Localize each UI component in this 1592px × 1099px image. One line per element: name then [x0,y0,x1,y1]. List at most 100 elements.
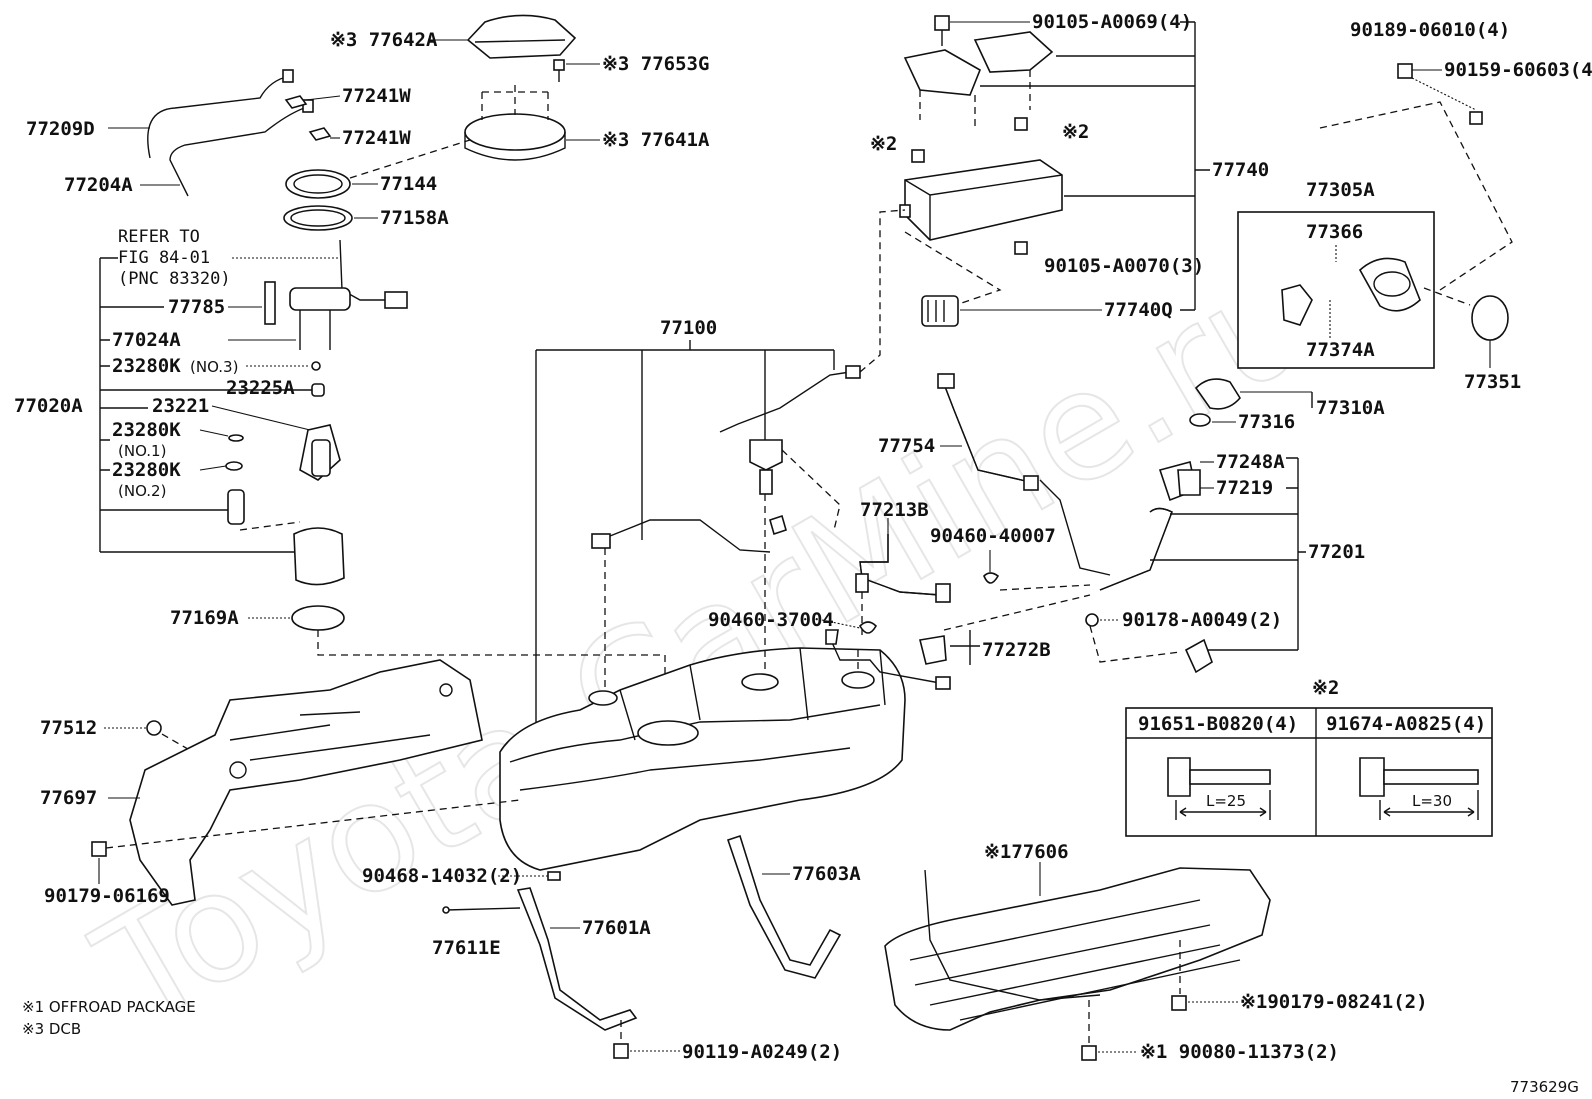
nut-90179-08241 [1171,995,1187,1011]
part-23225A [311,383,325,397]
strap-77603A [726,834,842,979]
label-77201: 77201 [1308,541,1365,563]
bolt-col1-length: L=25 [1206,792,1246,810]
gasket-77316 [1189,413,1211,427]
label-77785: 77785 [168,296,225,318]
sender-gauge-77785 [264,239,408,350]
bolt-left [911,149,925,163]
label-90189: 90189-06010(4) [1350,19,1510,41]
bolt-col1-header: 91651-B0820(4) [1138,713,1298,735]
label-77374A: 77374A [1306,339,1375,361]
label-77601A: 77601A [582,917,651,939]
lock-ring-77144 [285,169,351,199]
bolt-77653G [553,59,565,82]
hinge-77374A [1281,284,1313,326]
label-s2-left: ※2 [870,133,897,155]
label-90105-A0070: 90105-A0070(3) [1044,255,1204,277]
label-90080: ※1 90080-11373(2) [1140,1041,1339,1063]
label-77219: 77219 [1216,477,1273,499]
label-77740Q: 77740Q [1104,299,1173,321]
label-77305A: 77305A [1306,179,1375,201]
bolt-right [1014,117,1028,131]
fuel-tank-77100 [499,629,951,871]
label-90460-37004: 90460-37004 [708,609,834,631]
charcoal-canister [899,159,1063,241]
note-dcb: ※3 DCB [22,1020,81,1038]
label-77169A: 77169A [170,607,239,629]
protector-77697 [129,659,483,906]
label-77697: 77697 [40,787,97,809]
bolt-77611E [442,906,521,914]
clip-90189 [1397,63,1413,79]
bolt-90105-A0070 [1014,241,1028,255]
label-90179-06169: 90179-06169 [44,885,170,907]
bracket-77272B [919,635,947,665]
filter-77740Q [921,295,959,327]
label-77100: 77100 [660,317,717,339]
label-23280K-no3-note: (NO.3) [190,358,238,376]
label-77316: 77316 [1238,411,1295,433]
label-77366: 77366 [1306,221,1363,243]
bolt-90179-06169 [91,841,107,857]
filler-cap-77310A [1194,378,1241,410]
label-77248A: 77248A [1216,451,1285,473]
strap-77601A [516,887,638,1031]
vent-tube [591,365,861,553]
nut-90178 [1085,613,1099,627]
label-23280K-no1: 23280K [112,419,181,441]
label-23280K-no2-note: (NO.2) [118,482,166,500]
label-77024A: 77024A [112,329,181,351]
hose-77754 [937,373,1039,491]
label-23280K-no3: 23280K [112,355,181,377]
bracket-77201 [1184,638,1213,674]
label-s2-right: ※2 [1062,121,1089,143]
label-77603A: 77603A [792,863,861,885]
clip-77241W-2 [308,127,332,141]
label-77512: 77512 [40,717,97,739]
filler-inlet-77201 [1039,461,1201,591]
refer-note-line2: FIG 84-01 [118,248,210,268]
bolt-col2-header: 91674-A0825(4) [1326,713,1486,735]
label-77158A: 77158A [380,207,449,229]
clamp-90460-40007 [983,572,1000,584]
note-offroad: ※1 OFFROAD PACKAGE [22,998,196,1016]
label-77754: 77754 [878,435,935,457]
label-77653G: ※3 77653G [602,53,709,75]
pin-90468 [547,871,561,881]
bolt-90080 [1081,1045,1097,1061]
fuel-lines-77209D [147,69,314,197]
label-77241W-2: 77241W [342,127,411,149]
cover-77642A [466,14,577,59]
label-90460-40007: 90460-40007 [930,525,1056,547]
clip-77241W-1 [284,95,308,109]
label-77310A: 77310A [1316,397,1385,419]
label-90159: 90159-60603(4) [1444,59,1592,81]
nut-77512 [146,720,162,736]
hose-77213B [855,534,951,603]
gasket-77169A [291,605,345,631]
bolt-90105-A0069 [934,15,950,31]
label-23225A: 23225A [226,377,295,399]
label-77351: 77351 [1464,371,1521,393]
ring-77641A [464,85,566,161]
label-23280K-no1-note: (NO.1) [118,442,166,460]
refer-note-line1: REFER TO [118,227,200,247]
bolt-table-title: ※2 [1312,677,1339,699]
pump-cup [293,527,345,586]
label-23280K-no2: 23280K [112,459,181,481]
label-90179-08241: ※190179-08241(2) [1240,991,1428,1013]
label-77272B: 77272B [982,639,1051,661]
bolt-90119 [613,1043,629,1059]
fuel-lid-77366 [1358,257,1421,312]
pad-77351 [1471,295,1509,341]
label-77611E: 77611E [432,937,501,959]
label-90468: 90468-14032(2) [362,865,522,887]
label-77144: 77144 [380,173,437,195]
filter-23280K [227,489,245,525]
bolt-col2-length: L=30 [1412,792,1452,810]
label-77740: 77740 [1212,159,1269,181]
label-77020A: 77020A [14,395,83,417]
label-77241W-1: 77241W [342,85,411,107]
clamp-90460-37004 [859,621,877,634]
